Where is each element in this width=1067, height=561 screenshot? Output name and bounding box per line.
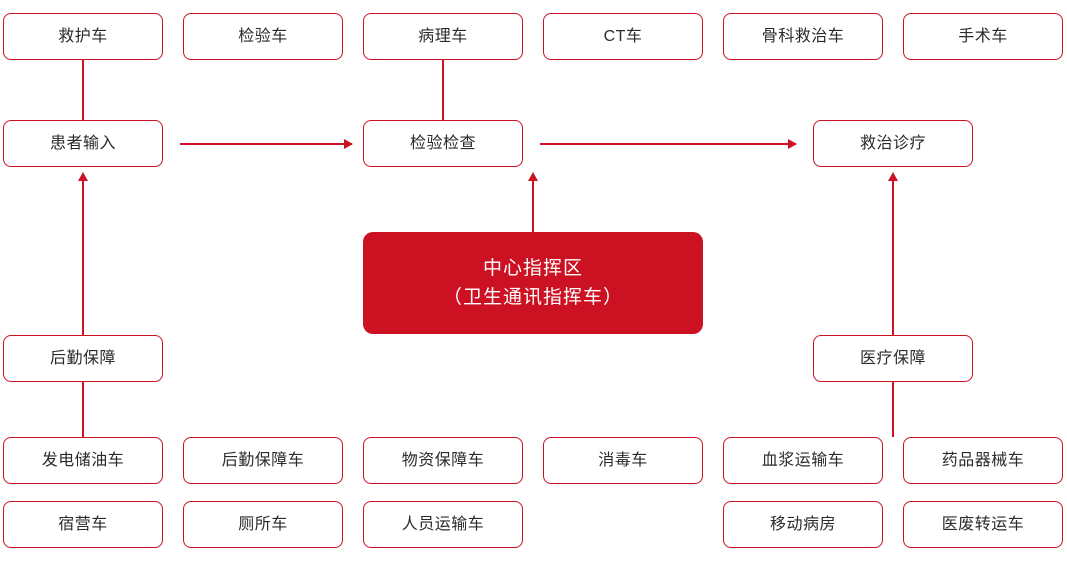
node-ambulance[interactable]: 救护车 <box>3 13 163 60</box>
central-command-title: 中心指挥区 <box>482 257 583 279</box>
connector-inspection-to-rescue <box>540 143 796 145</box>
node-materials-support-vehicle[interactable]: 物资保障车 <box>363 437 523 484</box>
arrowhead-right-icon <box>788 138 797 149</box>
node-label: 患者输入 <box>49 134 116 152</box>
connector-logistics-support-to-power-fuel-vehicle <box>82 382 84 437</box>
node-label: 检验车 <box>238 27 288 45</box>
node-label: 救护车 <box>58 27 108 45</box>
node-billeting-vehicle[interactable]: 宿营车 <box>3 501 163 548</box>
node-label: 移动病房 <box>769 515 836 533</box>
node-label: 厕所车 <box>238 515 288 533</box>
node-label: 人员运输车 <box>401 515 485 533</box>
arrowhead-up-icon <box>528 172 538 181</box>
node-plasma-transport-vehicle[interactable]: 血浆运输车 <box>723 437 883 484</box>
node-personnel-transport-vehicle[interactable]: 人员运输车 <box>363 501 523 548</box>
node-medical-support[interactable]: 医疗保障 <box>813 335 973 382</box>
node-logistics-support[interactable]: 后勤保障 <box>3 335 163 382</box>
node-label: 血浆运输车 <box>761 451 845 469</box>
connector-center-to-inspection <box>532 181 534 232</box>
node-label: 医废转运车 <box>941 515 1025 533</box>
node-label: 消毒车 <box>598 451 648 469</box>
node-label: 后勤保障车 <box>221 451 305 469</box>
node-label: 医疗保障 <box>859 349 926 367</box>
node-mobile-ward[interactable]: 移动病房 <box>723 501 883 548</box>
node-label: 后勤保障 <box>49 349 116 367</box>
node-label: 病理车 <box>418 27 468 45</box>
node-logistics-support-vehicle[interactable]: 后勤保障车 <box>183 437 343 484</box>
node-label: 宿营车 <box>58 515 108 533</box>
node-label: 骨科救治车 <box>761 27 845 45</box>
connector-medical-support-to-rescue <box>892 181 894 335</box>
connector-pathology-to-inspection <box>442 60 444 120</box>
node-label: CT车 <box>603 27 643 45</box>
node-label: 检验检查 <box>409 134 476 152</box>
node-lab-vehicle[interactable]: 检验车 <box>183 13 343 60</box>
arrowhead-up-icon <box>888 172 898 181</box>
node-label: 药品器械车 <box>941 451 1025 469</box>
node-power-fuel-storage-vehicle[interactable]: 发电储油车 <box>3 437 163 484</box>
node-inspection-examination[interactable]: 检验检查 <box>363 120 523 167</box>
arrowhead-right-icon <box>344 138 353 149</box>
node-medical-waste-transfer-vehicle[interactable]: 医废转运车 <box>903 501 1063 548</box>
connector-logistics-support-to-patient-intake <box>82 181 84 335</box>
central-command-subtitle: （卫生通讯指挥车） <box>442 287 623 308</box>
node-orthopedic-rescue-vehicle[interactable]: 骨科救治车 <box>723 13 883 60</box>
node-toilet-vehicle[interactable]: 厕所车 <box>183 501 343 548</box>
node-disinfection-vehicle[interactable]: 消毒车 <box>543 437 703 484</box>
connector-medical-support-to-pharmaceutical-vehicle <box>892 382 894 437</box>
node-label: 发电储油车 <box>41 451 125 469</box>
connector-patient-intake-to-inspection <box>180 143 352 145</box>
node-label: 救治诊疗 <box>859 134 926 152</box>
node-pharmaceutical-equipment-vehicle[interactable]: 药品器械车 <box>903 437 1063 484</box>
node-ct-vehicle[interactable]: CT车 <box>543 13 703 60</box>
node-central-command-area[interactable]: 中心指挥区 （卫生通讯指挥车） <box>363 232 703 334</box>
connector-ambulance-to-patient-intake <box>82 60 84 120</box>
node-label: 物资保障车 <box>401 451 485 469</box>
node-label: 手术车 <box>958 27 1008 45</box>
arrowhead-up-icon <box>78 172 88 181</box>
node-patient-intake[interactable]: 患者输入 <box>3 120 163 167</box>
node-rescue-diagnosis-treatment[interactable]: 救治诊疗 <box>813 120 973 167</box>
node-surgery-vehicle[interactable]: 手术车 <box>903 13 1063 60</box>
node-pathology-vehicle[interactable]: 病理车 <box>363 13 523 60</box>
